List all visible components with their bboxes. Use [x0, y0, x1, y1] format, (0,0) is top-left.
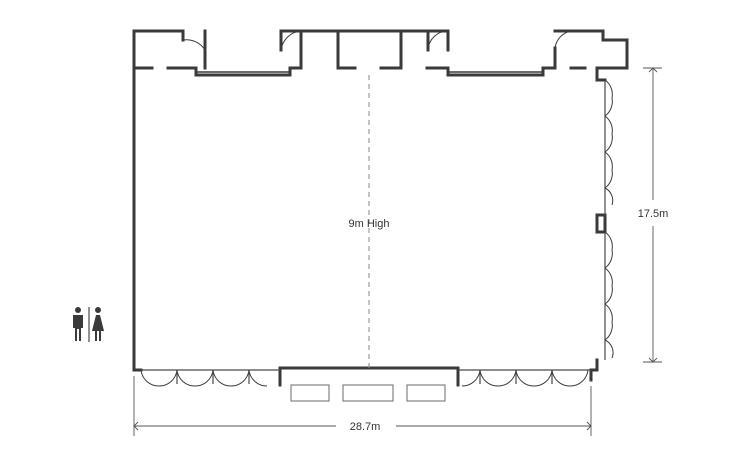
restroom-icon [73, 307, 104, 342]
right-doors [604, 79, 614, 359]
width-label: 28.7m [350, 421, 381, 433]
depth-label: 17.5m [638, 208, 669, 220]
depth-dimension [643, 67, 662, 363]
left-wall [132, 66, 143, 372]
top-wall [132, 29, 629, 77]
right-wall [589, 66, 613, 382]
top-doors [182, 30, 572, 51]
height-label: 9m High [349, 218, 390, 230]
bottom-doors-right [461, 369, 589, 387]
bottom-doors-left [140, 369, 268, 387]
width-dimension [133, 376, 592, 436]
bottom-service-boxes [290, 384, 446, 402]
